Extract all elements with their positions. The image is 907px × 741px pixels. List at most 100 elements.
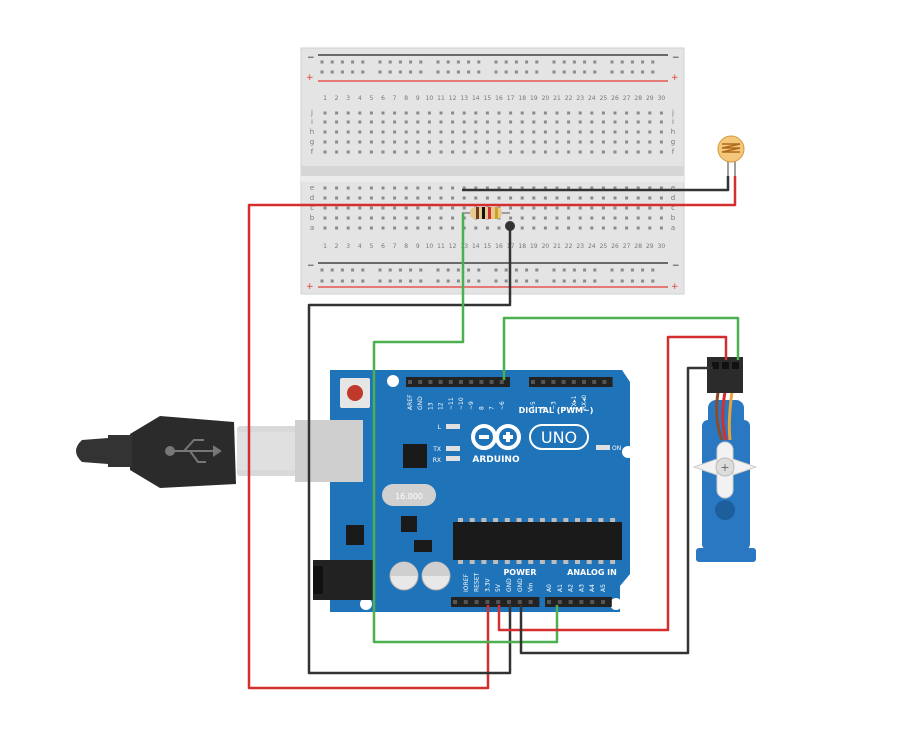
rail-hole [436,268,440,272]
chip-pin [493,560,499,564]
rail-hole [477,279,481,283]
breadboard-hole [497,150,501,154]
breadboard-hole [439,120,443,124]
header-pin[interactable] [469,380,474,384]
rail-hole [514,60,518,64]
breadboard-hole [555,130,559,134]
breadboard-hole [590,186,594,190]
header-pin[interactable] [507,600,511,604]
breadboard-hole [474,120,478,124]
chip-pin [481,560,487,564]
header-pin[interactable] [592,380,597,384]
breadboard-hole [381,206,385,210]
breadboard-hole [567,140,571,144]
breadboard-hole [613,111,617,115]
breadboard-hole [648,186,652,190]
rail-hole [583,279,587,283]
column-label: 26 [611,243,619,250]
row-label: j [310,109,313,117]
header-pin[interactable] [547,600,551,604]
pin-label: A0 [546,584,553,592]
breadboard-hole [567,130,571,134]
breadboard-hole [636,120,640,124]
rail-hole [409,70,413,74]
header-pin[interactable] [590,600,595,604]
reset-button[interactable] [340,378,370,408]
pin-label: 7 [489,406,496,410]
photoresistor [717,135,745,176]
breadboard-hole [462,196,466,200]
column-label: 25 [600,95,608,102]
header-pin[interactable] [408,380,412,384]
header-pin[interactable] [428,380,433,384]
breadboard: − − + + − − + + 112233445566778899101011… [300,47,685,295]
breadboard-hole [555,140,559,144]
header-pin[interactable] [582,380,586,384]
breadboard-hole [381,216,385,220]
header-pin[interactable] [453,600,457,604]
header-pin[interactable] [448,380,453,384]
header-pin[interactable] [557,600,562,604]
breadboard-hole [346,130,350,134]
breadboard-hole [532,120,536,124]
header-pin[interactable] [459,380,463,384]
header-pin[interactable] [531,380,535,384]
pin-label: RX◂0 [581,395,588,410]
breadboard-hole [393,226,397,230]
rail-hole [641,60,645,64]
header-pin[interactable] [601,600,605,604]
breadboard-hole [393,196,397,200]
breadboard-hole [381,150,385,154]
header-pin[interactable] [517,600,522,604]
header-pin[interactable] [602,380,607,384]
rail-hole [620,268,624,272]
breadboard-hole [497,140,501,144]
header-pin[interactable] [463,600,468,604]
header-pin[interactable] [485,600,490,604]
chip-pin [575,560,580,564]
breadboard-hole [613,150,617,154]
header-pin[interactable] [499,380,504,384]
header-pin[interactable] [489,380,494,384]
chip-pin [563,518,569,522]
breadboard-hole [323,226,327,230]
column-label: 4 [358,95,362,102]
breadboard-hole [648,206,652,210]
breadboard-hole [636,150,640,154]
header-pin[interactable] [551,380,556,384]
header-pin[interactable] [438,380,443,384]
rail-hole [514,279,518,283]
header-pin[interactable] [496,600,501,604]
breadboard-hole [532,150,536,154]
header-pin[interactable] [418,380,423,384]
header-pin[interactable] [568,600,573,604]
header-pin[interactable] [579,600,584,604]
breadboard-hole [625,150,629,154]
breadboard-hole [497,186,501,190]
rail-hole [446,70,450,74]
breadboard-hole [474,186,478,190]
pin-label: A5 [600,584,607,592]
breadboard-labels: 1122334455667788991010111112121313141415… [310,95,676,250]
header-pin[interactable] [561,380,566,384]
breadboard-hole [381,120,385,124]
breadboard-hole [578,206,582,210]
breadboard-hole [358,120,362,124]
breadboard-hole [520,150,524,154]
column-label: 10 [426,243,434,250]
column-label: 10 [426,95,434,102]
rail-hole [610,268,614,272]
chip-pin [539,560,545,564]
column-label: 24 [588,95,596,102]
header-pin[interactable] [571,380,576,384]
header-pin[interactable] [474,600,479,604]
rail-hole [572,279,576,283]
header-pin[interactable] [541,380,546,384]
column-label: 23 [576,95,584,102]
breadboard-hole [393,206,397,210]
header-pin[interactable] [528,600,533,604]
breadboard-hole [335,216,339,220]
breadboard-hole [567,196,571,200]
header-pin[interactable] [479,380,484,384]
row-label: a [671,224,675,232]
